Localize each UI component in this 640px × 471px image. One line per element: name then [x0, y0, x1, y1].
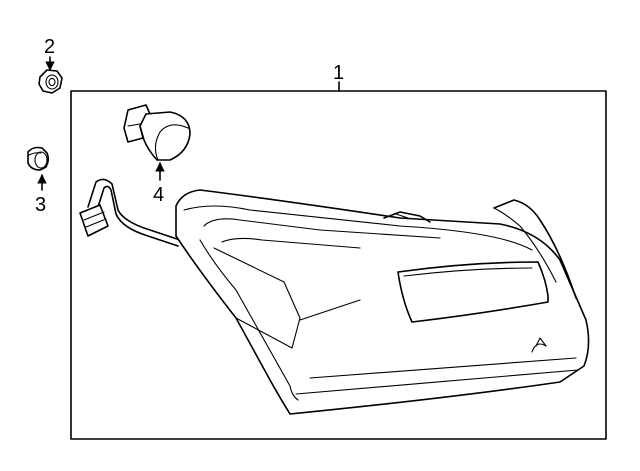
- callout-4-label: 4: [153, 184, 164, 206]
- wire-harness: [79, 178, 181, 247]
- tail-lamp-body: [175, 189, 590, 415]
- callout-3-label: 3: [35, 194, 46, 216]
- callout-2-label: 2: [44, 36, 55, 58]
- callout-1-label: 1: [333, 62, 344, 84]
- grommet-icon: [27, 146, 50, 171]
- nut-icon: [38, 69, 63, 94]
- bulb-socket-icon: [123, 104, 191, 161]
